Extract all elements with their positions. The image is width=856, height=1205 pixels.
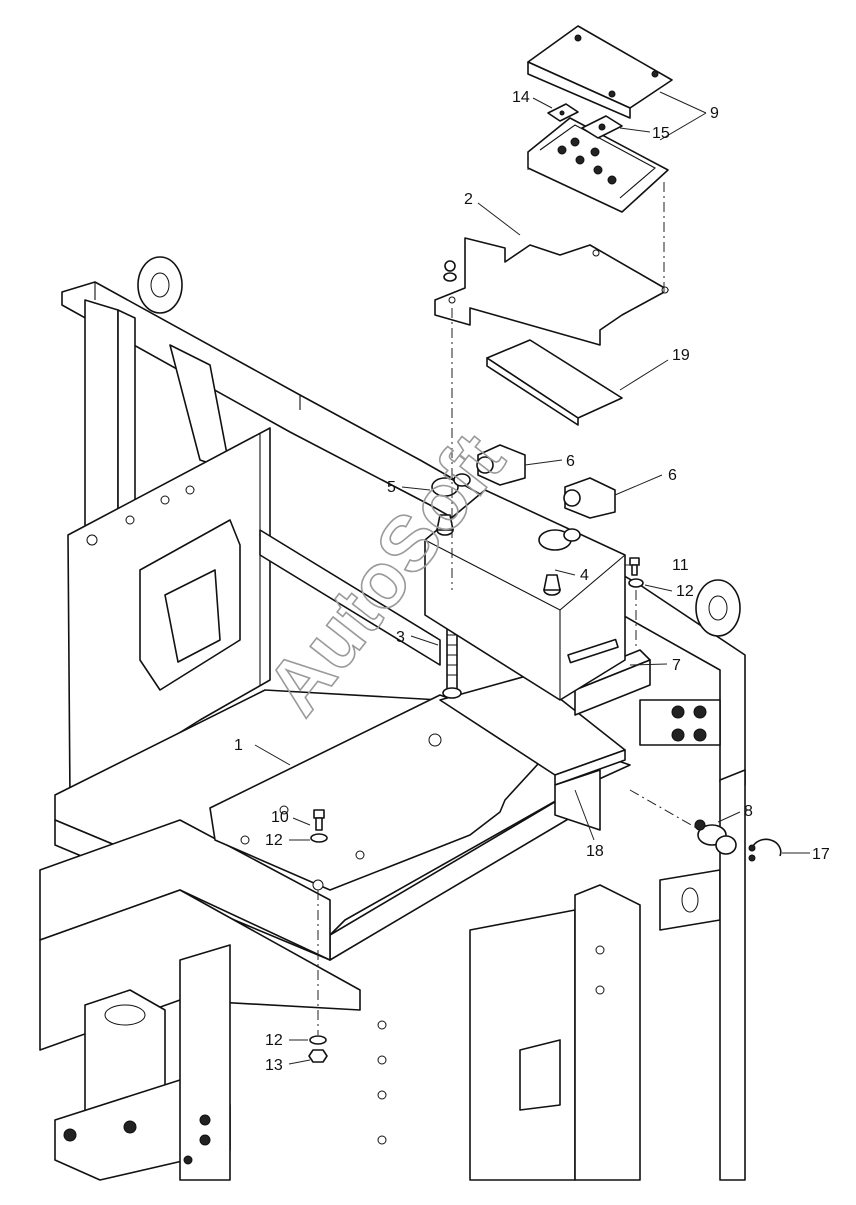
callout-5: 5 bbox=[387, 479, 396, 496]
callout-14: 14 bbox=[512, 89, 530, 106]
callout-labels: 1 2 3 4 5 6 6 7 8 9 10 11 12 12 12 13 14… bbox=[234, 89, 830, 1074]
callout-17: 17 bbox=[812, 846, 830, 863]
callout-13: 13 bbox=[265, 1057, 283, 1074]
callout-9: 9 bbox=[710, 105, 719, 122]
part-8-master-switch bbox=[694, 819, 737, 855]
part-2-cover-bracket bbox=[434, 237, 669, 346]
callout-12c: 12 bbox=[265, 1032, 283, 1049]
callout-12a: 12 bbox=[676, 583, 694, 600]
part-6-terminal-cap-2 bbox=[563, 477, 616, 519]
part-17-ring bbox=[748, 838, 782, 862]
part-10-bolt bbox=[310, 809, 328, 843]
callout-18: 18 bbox=[586, 843, 604, 860]
callout-6b: 6 bbox=[668, 467, 677, 484]
callout-3: 3 bbox=[396, 629, 405, 646]
callout-1: 1 bbox=[234, 737, 243, 754]
callout-2: 2 bbox=[464, 191, 473, 208]
callout-6a: 6 bbox=[566, 453, 575, 470]
callout-19: 19 bbox=[672, 347, 690, 364]
part-9-fuse-box bbox=[527, 25, 673, 213]
callout-4: 4 bbox=[580, 567, 589, 584]
callout-12b: 12 bbox=[265, 832, 283, 849]
part-19-pad bbox=[486, 339, 623, 426]
callout-15: 15 bbox=[652, 125, 670, 142]
callout-7: 7 bbox=[672, 657, 681, 674]
callout-10: 10 bbox=[271, 809, 289, 826]
part-13-nut bbox=[308, 1035, 328, 1063]
part-6-terminal-cap bbox=[476, 444, 526, 486]
callout-8: 8 bbox=[744, 803, 753, 820]
part-14-fuse bbox=[547, 103, 579, 122]
part-15-fuse bbox=[581, 115, 623, 139]
leader-lines bbox=[254, 91, 810, 1065]
alignment-lines bbox=[317, 152, 701, 1035]
part-18-battery-tray bbox=[439, 674, 626, 831]
battery bbox=[424, 489, 626, 701]
part-11-bolt bbox=[628, 557, 644, 588]
callout-11: 11 bbox=[672, 557, 689, 574]
part-4-terminal-clamp bbox=[538, 528, 581, 551]
